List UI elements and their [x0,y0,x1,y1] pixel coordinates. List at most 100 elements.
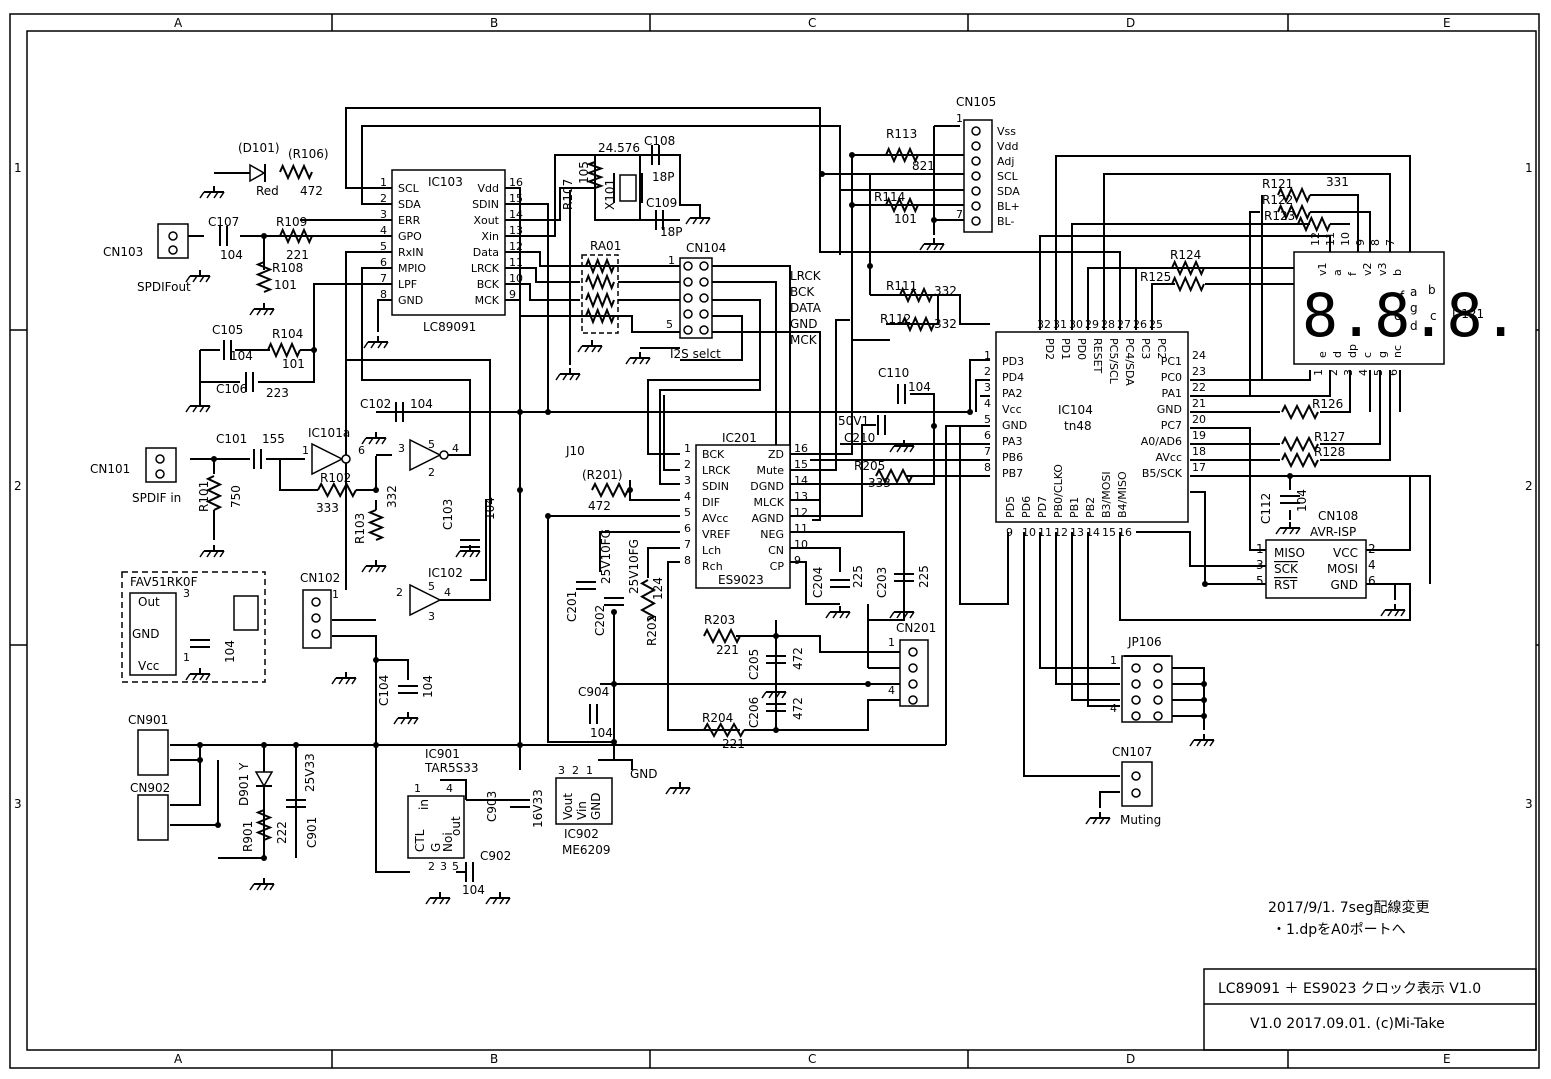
pin-name: e [1316,351,1329,358]
resistor-r112 [901,315,935,333]
ground-symbol [381,565,387,573]
ground-symbol [645,357,651,365]
led-d901 [254,771,274,788]
pin-number: 10 [1339,232,1352,246]
ground-symbol [213,550,219,558]
resistor-r203 [703,627,741,645]
r114-ref: R114 [874,190,905,204]
jp106-pin1: 1 [1110,654,1117,667]
pin-hole [971,126,981,136]
ground-symbol [213,191,219,199]
pin-number: 11 [794,522,808,535]
r125-ref: R125 [1140,270,1171,284]
pin-name: SCK [1274,562,1299,576]
ground-symbol [1203,739,1209,747]
r112-value: 332 [934,317,957,331]
ic101a-in: 1 [302,444,309,457]
pin-number: 6 [684,522,691,535]
r101-ref: R101 [197,481,211,512]
c107-ref: C107 [208,215,239,229]
fav51-module [121,571,266,683]
fav-out: Out [138,595,160,609]
pin-number: 9 [1354,239,1367,246]
col-label: A [174,16,183,30]
row-label: 2 [1525,479,1533,493]
ground-symbol [199,275,205,283]
pin-name: PA3 [1002,435,1022,448]
pin-name: v3 [1376,262,1389,276]
ic103-ref: IC103 [428,175,463,189]
ground-symbol [926,243,932,251]
pin-number: 5 [684,506,691,519]
pin-name: SCL [997,170,1019,183]
pin-number: 1 [956,112,963,125]
pin-name: GND [589,792,603,820]
pin-name: CTL [413,829,427,852]
ic901 [407,795,465,859]
ic103-part: LC89091 [423,320,476,334]
c205-ref: C205 [747,649,761,680]
pin-name: MCK [475,294,500,307]
cn107 [1121,761,1153,807]
d121-ref: D121 [1452,307,1484,321]
r108-value: 101 [274,278,297,292]
pin-number: 5 [452,860,459,873]
ground-symbol [381,437,387,445]
c109-ref: C109 [646,196,677,210]
pin-hole [1131,695,1141,705]
r113-value: 821 [912,159,935,173]
ground-symbol [903,611,909,619]
r203-ref: R203 [704,613,735,627]
outer-frame [9,13,1540,1069]
pin-name: dp [1346,344,1359,358]
pin-hole [699,261,709,271]
pin-hole [699,277,709,287]
pin-number: 9 [1006,526,1013,539]
ic102-vcc: 5 [428,580,435,593]
ground-symbol [331,677,337,685]
pin-hole [683,261,693,271]
r124-ref: R124 [1170,248,1201,262]
row-label: 2 [14,479,22,493]
pin-name: in [417,799,431,810]
c104-ref: C104 [377,675,391,706]
ground-symbol [705,217,711,225]
pin-name: PB1 [1068,497,1081,518]
pin-name: c [1361,352,1374,358]
resistor-array-element [585,273,615,291]
pin-number: 7 [380,272,387,285]
pin-name: MISO [1274,546,1305,560]
pin-number: 16 [794,442,808,455]
pin-number: 7 [684,538,691,551]
cn901-ref: CN901 [128,713,168,727]
pin-number: 6 [1368,574,1376,588]
crystal-x101 [613,173,643,203]
cn101 [145,447,177,483]
pin-name: PC2 [1155,338,1168,359]
ic902 [555,777,613,825]
ground-symbol [569,373,575,381]
ra01-ref: RA01 [590,239,621,253]
pin-name: GND [1002,419,1027,432]
pin-number: 14 [1086,526,1100,539]
ground-symbol [256,883,262,891]
ground-symbol [896,611,902,619]
pin-name: f [1346,271,1359,276]
r108-ref: R108 [272,261,303,275]
pin-name: ZD [768,448,784,461]
cn108-ref: CN108 [1318,509,1358,523]
r204-ref: R204 [702,711,733,725]
cn104-pin1: 1 [668,254,675,267]
ground-symbol [505,897,511,905]
ground-symbol [445,897,451,905]
resistor-r127 [1281,435,1319,453]
pin-name: BL- [997,215,1014,228]
pin-number: 12 [1054,526,1068,539]
pin-number: 2 [984,365,991,378]
pin-name: BCK [477,278,500,291]
pin-hole [683,293,693,303]
pin-name: AGND [751,512,784,525]
